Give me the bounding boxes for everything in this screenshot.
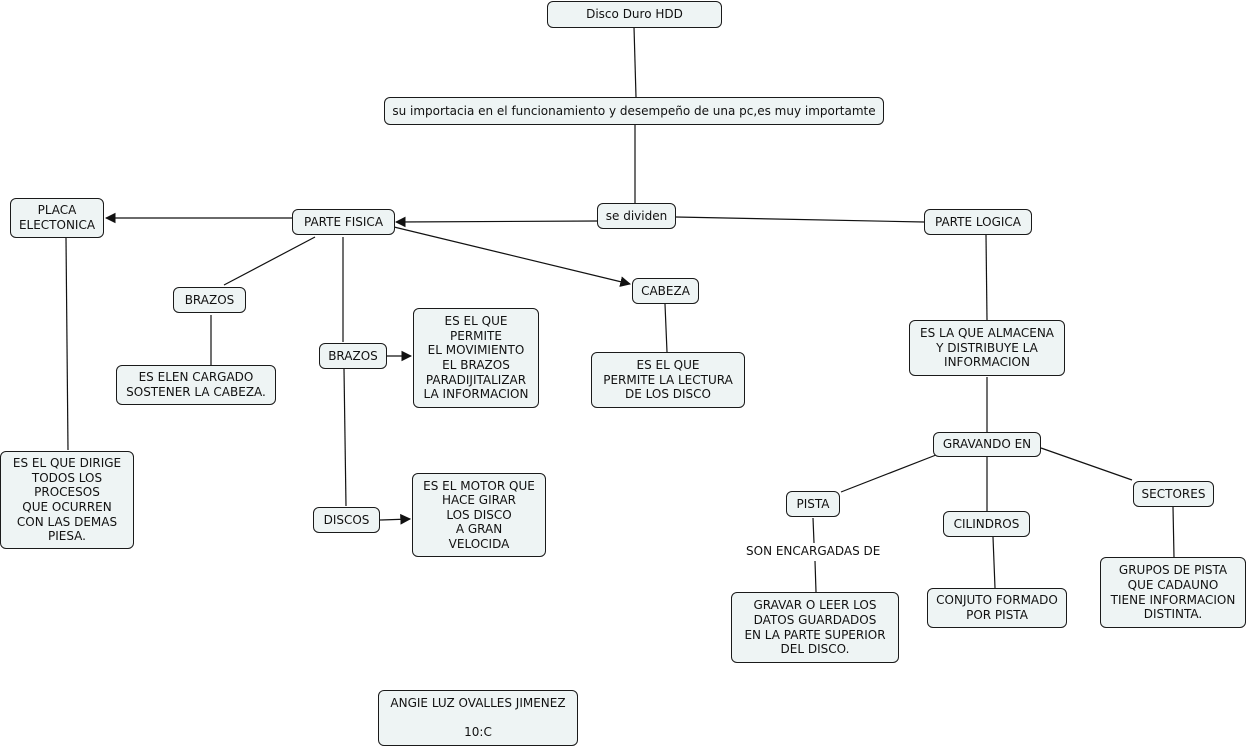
node-gravando-en[interactable]: GRAVANDO EN: [933, 432, 1041, 457]
node-discos-description[interactable]: ES EL MOTOR QUE HACE GIRAR LOS DISCO A G…: [412, 473, 546, 557]
link-root-importance: [633, 26, 637, 98]
link-label-pista-desc: [814, 560, 817, 593]
node-brazos-right-description[interactable]: ES EL QUE PERMITE EL MOVIMIENTO EL BRAZO…: [413, 308, 539, 408]
link-physical-cabeza: [393, 226, 632, 287]
node-cabeza[interactable]: CABEZA: [632, 278, 699, 304]
link-brazos-b-discos: [343, 368, 347, 507]
node-importance[interactable]: su importacia en el funcionamiento y des…: [384, 97, 884, 125]
node-cilindros-description[interactable]: CONJUTO FORMADO POR PISTA: [927, 588, 1067, 628]
link-cilindros-desc: [992, 536, 996, 589]
node-parte-fisica[interactable]: PARTE FISICA: [292, 209, 395, 235]
node-discos[interactable]: DISCOS: [313, 507, 380, 533]
node-brazos-left[interactable]: BRAZOS: [173, 287, 246, 313]
link-pista-label: [812, 517, 815, 544]
node-brazos-right[interactable]: BRAZOS: [319, 343, 387, 369]
link-discos-desc: [379, 513, 412, 525]
link-logical-desc: [985, 234, 988, 321]
node-placa-electonica[interactable]: PLACA ELECTONICA: [10, 198, 104, 238]
link-label-son-encargadas: SON ENCARGADAS DE: [746, 544, 881, 558]
link-sectores-desc: [1172, 506, 1175, 558]
node-disco-duro-hdd[interactable]: Disco Duro HDD: [547, 1, 722, 28]
link-divides-logical: [675, 216, 925, 223]
node-sectores[interactable]: SECTORES: [1133, 481, 1214, 507]
node-sectores-description[interactable]: GRUPOS DE PISTA QUE CADAUNO TIENE INFORM…: [1100, 557, 1246, 628]
link-gravando-pista: [840, 454, 937, 493]
node-pista[interactable]: PISTA: [786, 491, 840, 517]
node-logical-description[interactable]: ES LA QUE ALMACENA Y DISTRIBUYE LA INFOR…: [909, 320, 1065, 376]
link-cabeza-desc: [664, 303, 668, 353]
node-parte-logica[interactable]: PARTE LOGICA: [924, 209, 1032, 235]
node-se-dividen[interactable]: se dividen: [597, 203, 676, 229]
link-physical-brazos-a: [223, 236, 316, 286]
link-divides-physical: [394, 216, 599, 228]
node-cilindros[interactable]: CILINDROS: [943, 511, 1030, 537]
node-pista-description[interactable]: GRAVAR O LEER LOS DATOS GUARDADOS EN LA …: [731, 592, 899, 663]
link-gravando-sectores: [1040, 447, 1133, 481]
link-placa-desc: [65, 237, 69, 451]
node-cabeza-description[interactable]: ES EL QUE PERMITE LA LECTURA DE LOS DISC…: [591, 352, 745, 408]
node-placa-description[interactable]: ES EL QUE DIRIGE TODOS LOS PROCESOS QUE …: [0, 451, 134, 549]
node-author[interactable]: ANGIE LUZ OVALLES JIMENEZ 10:C: [378, 690, 578, 746]
node-brazos-left-description[interactable]: ES ELEN CARGADO SOSTENER LA CABEZA.: [116, 365, 276, 405]
